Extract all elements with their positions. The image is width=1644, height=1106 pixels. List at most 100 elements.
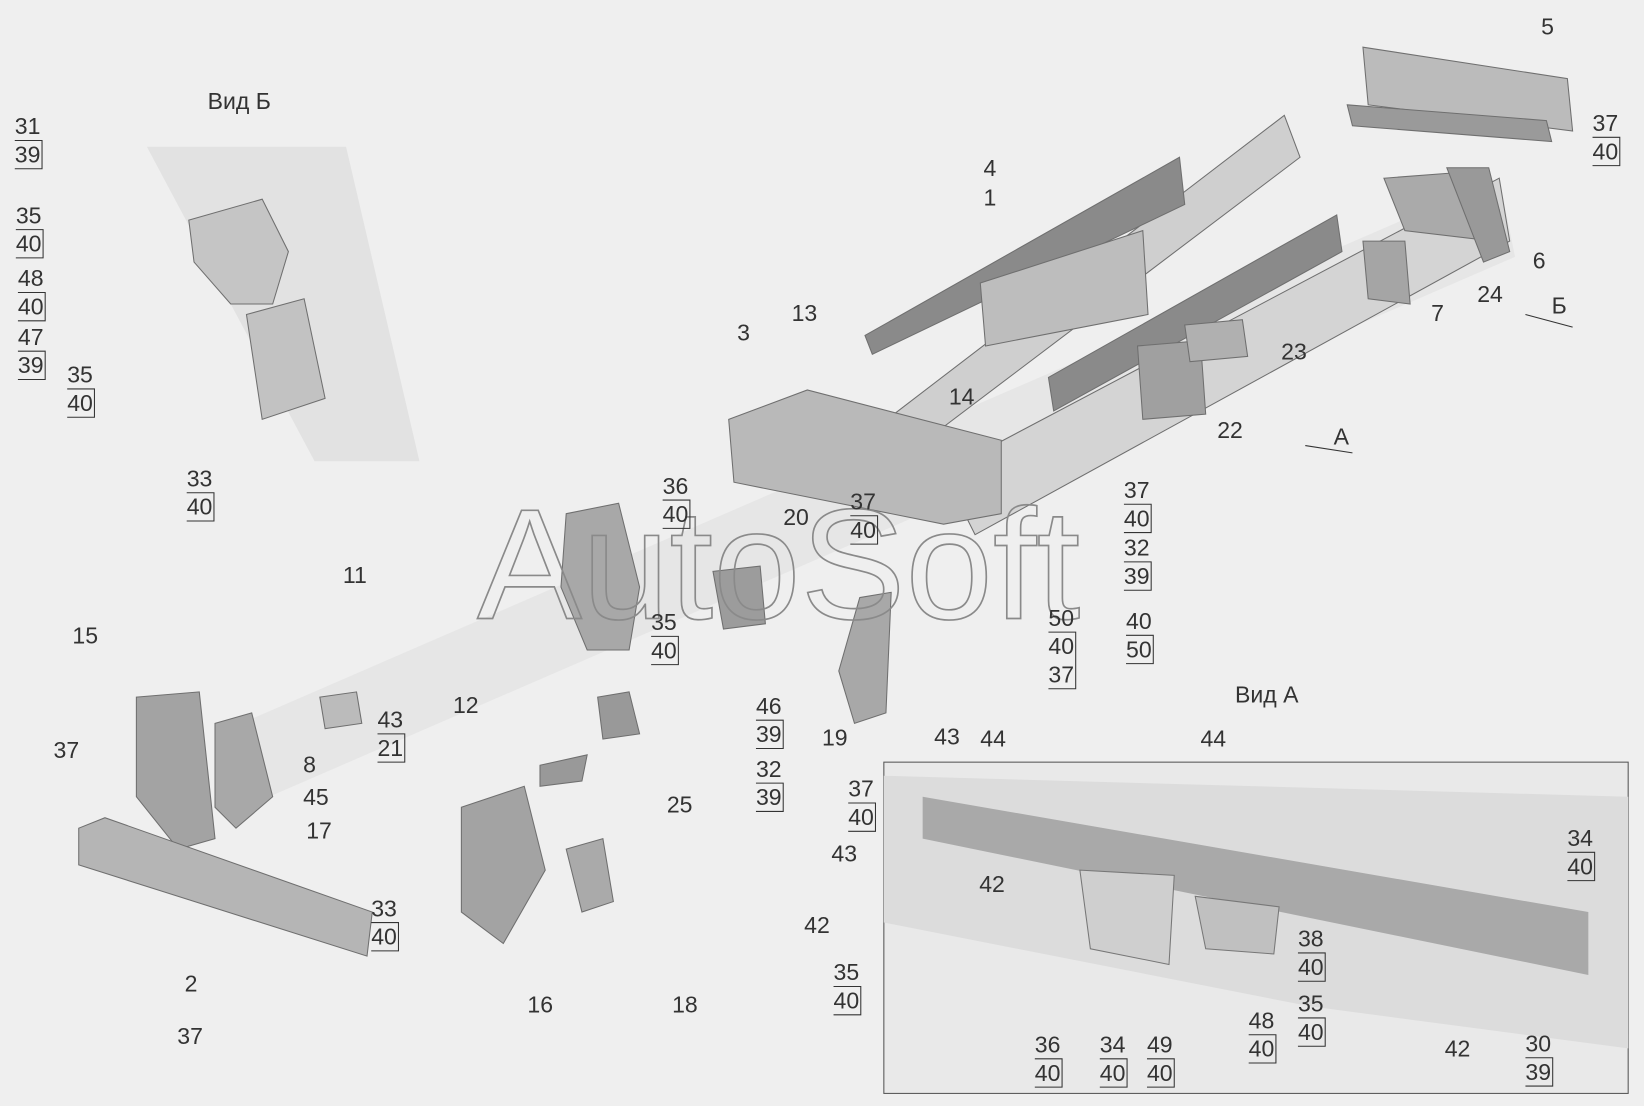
callout-3: 3 xyxy=(737,320,750,346)
callout-2: 2 xyxy=(185,971,198,997)
callout-number: 39 xyxy=(15,141,41,167)
callout-4: 4 xyxy=(983,155,996,181)
reinforcement-4 xyxy=(864,156,1186,356)
callout-number: 38 xyxy=(1298,926,1324,952)
callout-number: 32 xyxy=(1124,535,1150,561)
callout-7: 7 xyxy=(1431,300,1444,326)
callout-number: 17 xyxy=(306,818,332,844)
callout-number: 40 xyxy=(18,294,44,320)
callout-number: 40 xyxy=(1298,1019,1324,1045)
callout-number: 50 xyxy=(1048,605,1074,631)
callout-number: 40 xyxy=(1567,853,1593,879)
callout-number: 40 xyxy=(1035,1060,1061,1086)
callout-43: 43 xyxy=(831,841,857,867)
callout-bracket xyxy=(850,515,879,545)
callout-44: 44 xyxy=(1200,725,1226,751)
callout-bracket xyxy=(1099,1058,1128,1088)
view-b-arrow-label: Б xyxy=(1552,292,1567,318)
callout-42: 42 xyxy=(1445,1036,1471,1062)
callout-13: 13 xyxy=(792,300,818,326)
callout-bracket xyxy=(1248,1034,1277,1064)
callout-number: 5 xyxy=(1541,14,1554,40)
callout-number: 40 xyxy=(848,804,874,830)
cross-member-5 xyxy=(1346,46,1574,143)
callout-number: 47 xyxy=(18,324,44,350)
callout-bracket xyxy=(651,635,679,666)
callout-number: 34 xyxy=(1100,1032,1126,1058)
callout-bracket xyxy=(1297,1017,1326,1047)
view-b-parts xyxy=(188,198,326,421)
callout-number: 37 xyxy=(1048,661,1074,687)
callout-number: 31 xyxy=(15,113,41,139)
callout-number: 39 xyxy=(18,352,44,378)
callout-number: 35 xyxy=(16,202,42,228)
callout-number: 40 xyxy=(1126,608,1152,634)
callout-number: 18 xyxy=(672,992,698,1018)
callout-bracket xyxy=(1126,634,1154,665)
callout-37: 37 xyxy=(177,1023,203,1049)
callout-44: 44 xyxy=(980,725,1006,751)
callout-bracket xyxy=(1123,561,1152,591)
view-b-title: Вид Б xyxy=(208,88,271,114)
callout-16: 16 xyxy=(527,992,553,1018)
callout-number: 43 xyxy=(934,723,960,749)
callout-23: 23 xyxy=(1281,339,1307,365)
callout-bracket xyxy=(662,499,691,529)
callout-bracket xyxy=(833,985,862,1016)
callout-number: 40 xyxy=(16,231,42,257)
reinforcement-1 xyxy=(1047,214,1343,412)
callout-number: 44 xyxy=(1200,725,1226,751)
callout-number: 40 xyxy=(1147,1060,1173,1086)
callout-bracket xyxy=(1525,1057,1554,1087)
callout-1: 1 xyxy=(983,184,996,210)
callout-number: 36 xyxy=(663,473,689,499)
callout-number: 48 xyxy=(18,265,44,291)
callout-number: 37 xyxy=(848,776,874,802)
callout-number: 40 xyxy=(1100,1060,1126,1086)
callout-bracket xyxy=(848,802,876,832)
callout-number: 39 xyxy=(1525,1059,1551,1085)
view-a-title: Вид А xyxy=(1235,681,1299,707)
bracket-22 xyxy=(1136,340,1207,420)
callout-number: 23 xyxy=(1281,339,1307,365)
callout-number: 3 xyxy=(737,320,750,346)
callout-number: 35 xyxy=(1298,991,1324,1017)
callout-number: 40 xyxy=(1593,138,1619,164)
front-section xyxy=(78,691,614,957)
callout-bracket xyxy=(377,733,406,763)
callout-bracket xyxy=(1592,136,1621,167)
view-b-arrow-icon xyxy=(1525,313,1573,328)
callout-number: 40 xyxy=(834,988,860,1014)
view-a-arrow-icon xyxy=(1305,445,1353,454)
callout-bracket xyxy=(755,719,784,750)
callout-number: 45 xyxy=(303,784,329,810)
callout-number: 50 xyxy=(1126,636,1152,662)
callout-bracket xyxy=(1123,503,1152,534)
callout-number: 39 xyxy=(1124,563,1150,589)
callout-number: 33 xyxy=(371,895,397,921)
callout-15: 15 xyxy=(72,623,98,649)
callout-22: 22 xyxy=(1217,417,1243,443)
callout-bracket xyxy=(1034,1058,1063,1088)
callout-bracket xyxy=(1048,631,1077,690)
callout-number: 7 xyxy=(1431,300,1444,326)
callout-number: 36 xyxy=(1035,1032,1061,1058)
callout-number: 35 xyxy=(834,959,860,985)
rear-brackets xyxy=(1136,167,1511,420)
callout-number: 49 xyxy=(1147,1032,1173,1058)
